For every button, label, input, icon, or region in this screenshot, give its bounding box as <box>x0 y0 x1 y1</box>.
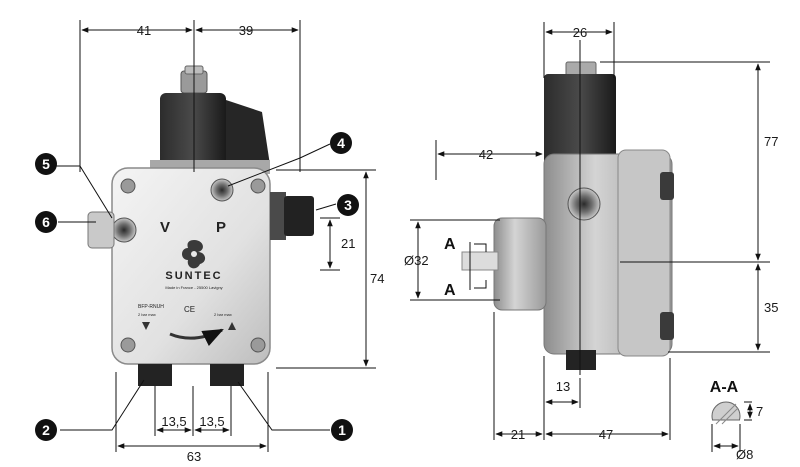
section-title: A-A <box>710 379 739 396</box>
dim-side-upper-height: 77 <box>764 134 778 149</box>
svg-text:3: 3 <box>344 197 352 213</box>
dim-top-left: 41 <box>137 23 151 38</box>
port-label-p: P <box>216 219 226 236</box>
dim-side-left-offset: 42 <box>479 147 493 162</box>
section-diameter: Ø8 <box>736 447 753 462</box>
dim-side-bottom-left: 21 <box>511 427 525 442</box>
svg-text:1: 1 <box>338 422 346 438</box>
dim-top-right: 39 <box>239 23 253 38</box>
dim-side-lower-height: 35 <box>764 300 778 315</box>
brand-label: SUNTEC <box>165 270 222 282</box>
section-marker-bottom: A <box>444 282 456 299</box>
side-view-dimensions <box>410 22 770 440</box>
section-dimensions <box>711 401 753 452</box>
dim-total-height: 74 <box>370 271 384 286</box>
shaft-section <box>711 401 741 425</box>
section-height: 7 <box>756 404 763 419</box>
rotation-arrow-icon <box>169 328 224 346</box>
section-marker-top: A <box>444 236 456 253</box>
callout-1: 1 <box>331 419 353 441</box>
model-label: BFP-RNUH <box>138 304 164 310</box>
port-label-v: V <box>160 219 170 236</box>
svg-text:6: 6 <box>42 214 50 230</box>
left-rating-label: 2 bar max <box>138 312 156 317</box>
dim-side-top-width: 26 <box>573 25 587 40</box>
front-view-pump: V P SUNTEC Made in France - 25500 Lavign… <box>87 65 314 386</box>
ce-mark: CE <box>184 305 195 314</box>
dim-side-small-width: 13 <box>556 379 570 394</box>
right-rating-label: 2 bar max <box>214 312 232 317</box>
callout-6: 6 <box>35 211 57 233</box>
swirl-logo-icon <box>182 240 206 269</box>
callout-2: 2 <box>35 419 57 441</box>
dim-bottom-total: 63 <box>187 449 201 464</box>
callout-5: 5 <box>35 153 57 175</box>
front-view-dimensions <box>54 20 376 452</box>
callout-3: 3 <box>337 194 359 216</box>
dim-side-height: 21 <box>341 236 355 251</box>
svg-text:4: 4 <box>337 135 345 151</box>
triangle-up-icon <box>228 322 236 330</box>
made-in-label: Made in France - 25500 Lavigny <box>165 285 222 290</box>
dim-side-diameter: Ø32 <box>404 253 429 268</box>
dim-side-bottom-right: 47 <box>599 427 613 442</box>
side-view-pump <box>461 61 674 370</box>
triangle-down-icon <box>142 322 150 330</box>
svg-text:2: 2 <box>42 422 50 438</box>
dim-bottom-left: 13,5 <box>161 414 186 429</box>
dim-bottom-right: 13,5 <box>199 414 224 429</box>
svg-text:5: 5 <box>42 156 50 172</box>
callout-4: 4 <box>330 132 352 154</box>
